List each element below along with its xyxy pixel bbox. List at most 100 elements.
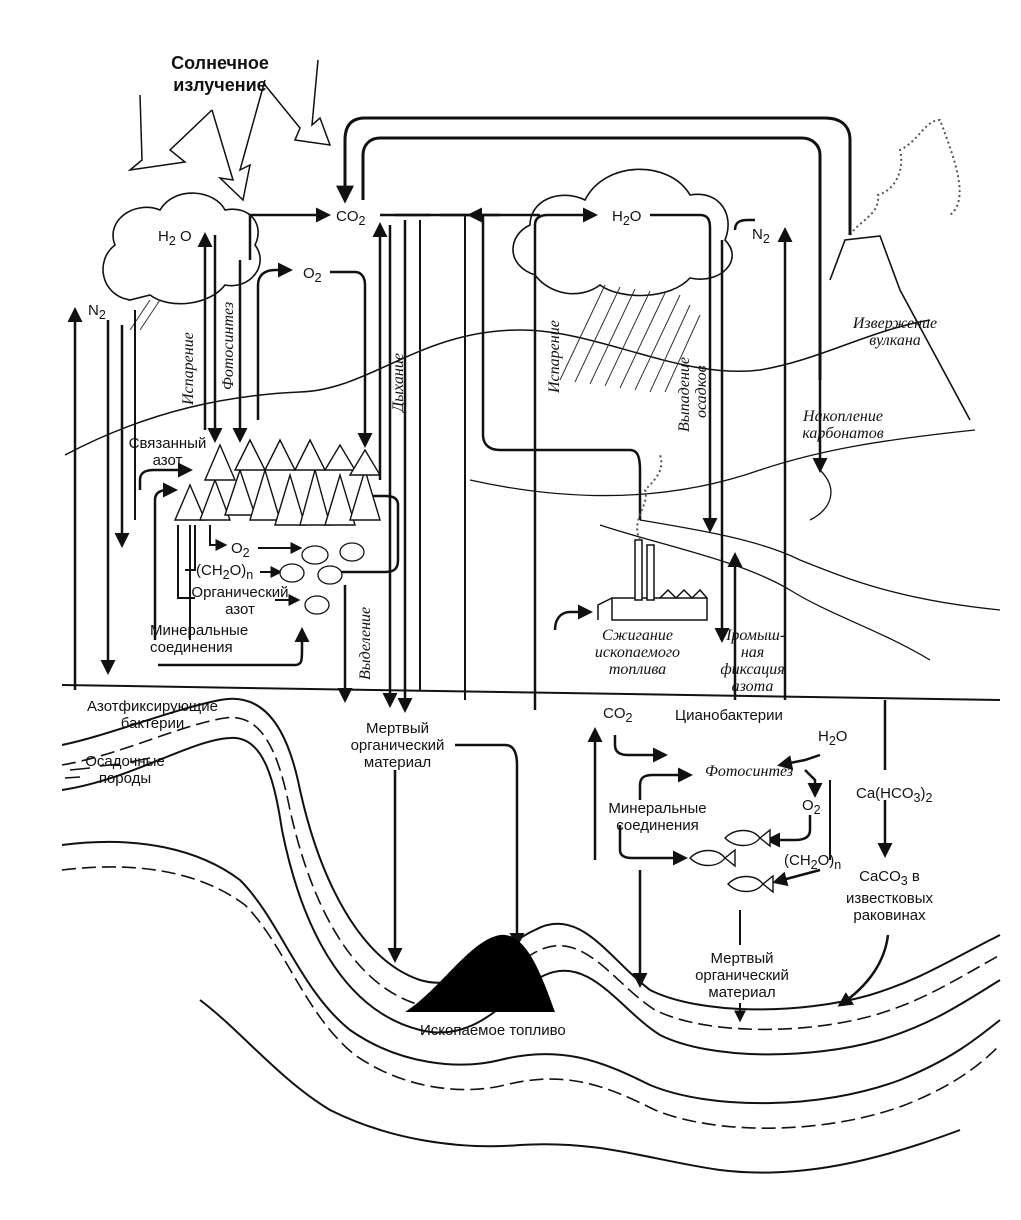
ch2o-land-label: (CH2O)n	[196, 562, 253, 584]
bicarbonate-sub2: 2	[925, 791, 933, 805]
dead-matter-ocean-line-2: органический	[695, 967, 789, 984]
caco3-line-2: известковых	[845, 890, 934, 907]
sun-label-line-2: излучение	[173, 75, 267, 95]
h2o-right-label: H2O	[612, 208, 641, 230]
dead-matter-ocean-line-3: материал	[708, 984, 776, 1001]
river-line-2	[599, 524, 931, 661]
mineral-land-label: Минеральные соединения	[150, 622, 248, 656]
arrow-caco3-to-sediment	[837, 934, 890, 1007]
volcano-line-2: вулкана	[869, 332, 921, 349]
volcano-line-1: Извержение	[852, 315, 938, 332]
bound-nitrogen-line-2: азот	[152, 452, 183, 469]
co2-atm-sub: 2	[358, 214, 366, 228]
evaporation-left-label: Испарение	[180, 332, 197, 405]
mineral-ocean-line-1: Минеральные	[608, 800, 707, 817]
dead-matter-ocean-label: Мертвый органический материал	[672, 950, 812, 1001]
carbonates-label: Накопление карбонатов	[783, 408, 903, 442]
h2o-ocean-label: H2O	[818, 728, 847, 750]
river-line	[639, 519, 1001, 611]
o2-forest-sub: 2	[242, 546, 250, 560]
co2-ocean-c: CO	[603, 705, 626, 722]
caco3-b: в	[907, 868, 920, 885]
hill-line-2	[469, 429, 976, 497]
arrow-o2-loop	[256, 262, 293, 420]
nitrogen-fixers-line-2: бактерии	[120, 715, 185, 732]
n2-left-label: N2	[88, 302, 106, 324]
n2-right-n: N	[752, 226, 763, 243]
o2-atm-o: O	[303, 265, 315, 282]
sedimentary-line-1: Осадочные	[85, 753, 165, 770]
h2o-ocean-o: O	[835, 728, 848, 745]
ch2o-land-sub: 2	[222, 568, 230, 582]
arrow-mineral-to-photo	[638, 767, 693, 800]
sun-ray-1	[127, 94, 213, 172]
o2-atmosphere-label: O2	[303, 265, 322, 287]
arrow-n2-right-loop	[733, 218, 755, 231]
h2o-left-h: H	[158, 228, 169, 245]
dead-matter-land-line-3: материал	[363, 754, 432, 771]
arrow-mineral-to-fish	[618, 825, 688, 866]
arrow-mineral-to-animals	[158, 627, 310, 667]
industrial-line-3: фиксация	[720, 661, 785, 678]
nitrogen-fixers-line-1: Азотфиксирующие	[87, 698, 218, 715]
caco3-a: CaCO	[859, 868, 901, 885]
dead-matter-land-line-1: Мертвый	[365, 720, 430, 737]
bound-nitrogen-line-1: Связанный	[128, 435, 207, 452]
sedimentary-label: Осадочные породы	[70, 753, 180, 787]
photosynthesis-label: Фотосинтез	[220, 301, 237, 390]
photosynthesis-ocean-label: Фотосинтез	[705, 763, 794, 780]
rain-hatching	[129, 284, 701, 393]
volcano-label: Извержение вулкана	[835, 315, 955, 349]
o2-forest-o: O	[231, 540, 243, 557]
arrow-combustion-co2	[481, 215, 642, 520]
bound-nitrogen-label: Связанный азот	[120, 435, 215, 469]
volcano-smoke	[849, 118, 961, 236]
bicarbonate-a: Ca(HCO	[856, 785, 914, 802]
arrow-top-loop-inner	[361, 136, 822, 380]
precipitation-label-2: осадков	[693, 365, 710, 418]
carbonates-line-1: Накопление	[803, 408, 883, 425]
bicarbonate-sub: 3	[913, 791, 921, 805]
ch2o-ocean-a: (CH	[784, 852, 811, 869]
sun-label: Солнечное излучение	[160, 52, 280, 96]
ch2o-land-b: O)	[229, 562, 247, 579]
bicarbonate-b: )	[920, 785, 926, 802]
ch2o-ocean-label: (CH2O)n	[784, 852, 841, 874]
sun-ray-3	[264, 59, 332, 146]
arrow-water-to-photo	[777, 753, 821, 771]
arrow-evaporation-right	[533, 207, 598, 710]
ch2o-ocean-sub: 2	[810, 858, 818, 872]
h2o-ocean-h: H	[818, 728, 829, 745]
sediment-dashes	[64, 757, 151, 779]
h2o-right-sub: 2	[622, 214, 630, 228]
organic-nitrogen-label: Органический азот	[190, 584, 290, 618]
arrow-ch2o	[185, 525, 196, 571]
o2-ocean-label: O2	[802, 797, 821, 819]
caco3-line-1: CaCO3 в	[832, 868, 947, 890]
hill-line	[64, 319, 931, 456]
sediment-layer-6	[199, 999, 961, 1174]
arrow-ocean-co2-to-photo	[613, 735, 668, 763]
h2o-right-o: O	[629, 208, 642, 225]
arrow-photo-o2	[804, 769, 823, 798]
cyanobacteria-label: Цианобактерии	[675, 707, 783, 724]
ch2o-ocean-b: O)	[817, 852, 835, 869]
arrow-dead-to-fossil-2	[455, 743, 525, 948]
ch2o-ocean-n: n	[834, 858, 842, 872]
cloud-left	[102, 192, 261, 305]
mineral-ocean-line-2: соединения	[616, 817, 699, 834]
n2-right-sub: 2	[762, 232, 770, 246]
arrow-volcano-to-co2	[336, 116, 852, 235]
industrial-line-4: азота	[731, 678, 774, 695]
arrow-precipitation	[650, 213, 718, 533]
arrow-h2o-to-co2-left	[248, 207, 331, 260]
combustion-line-2: ископаемого	[594, 644, 681, 661]
ch2o-land-n: n	[246, 568, 254, 582]
factory	[597, 539, 708, 621]
o2-atm-sub: 2	[314, 271, 322, 285]
sediment-layer-5	[61, 866, 1001, 1129]
fish	[689, 828, 774, 894]
animals	[279, 542, 365, 615]
